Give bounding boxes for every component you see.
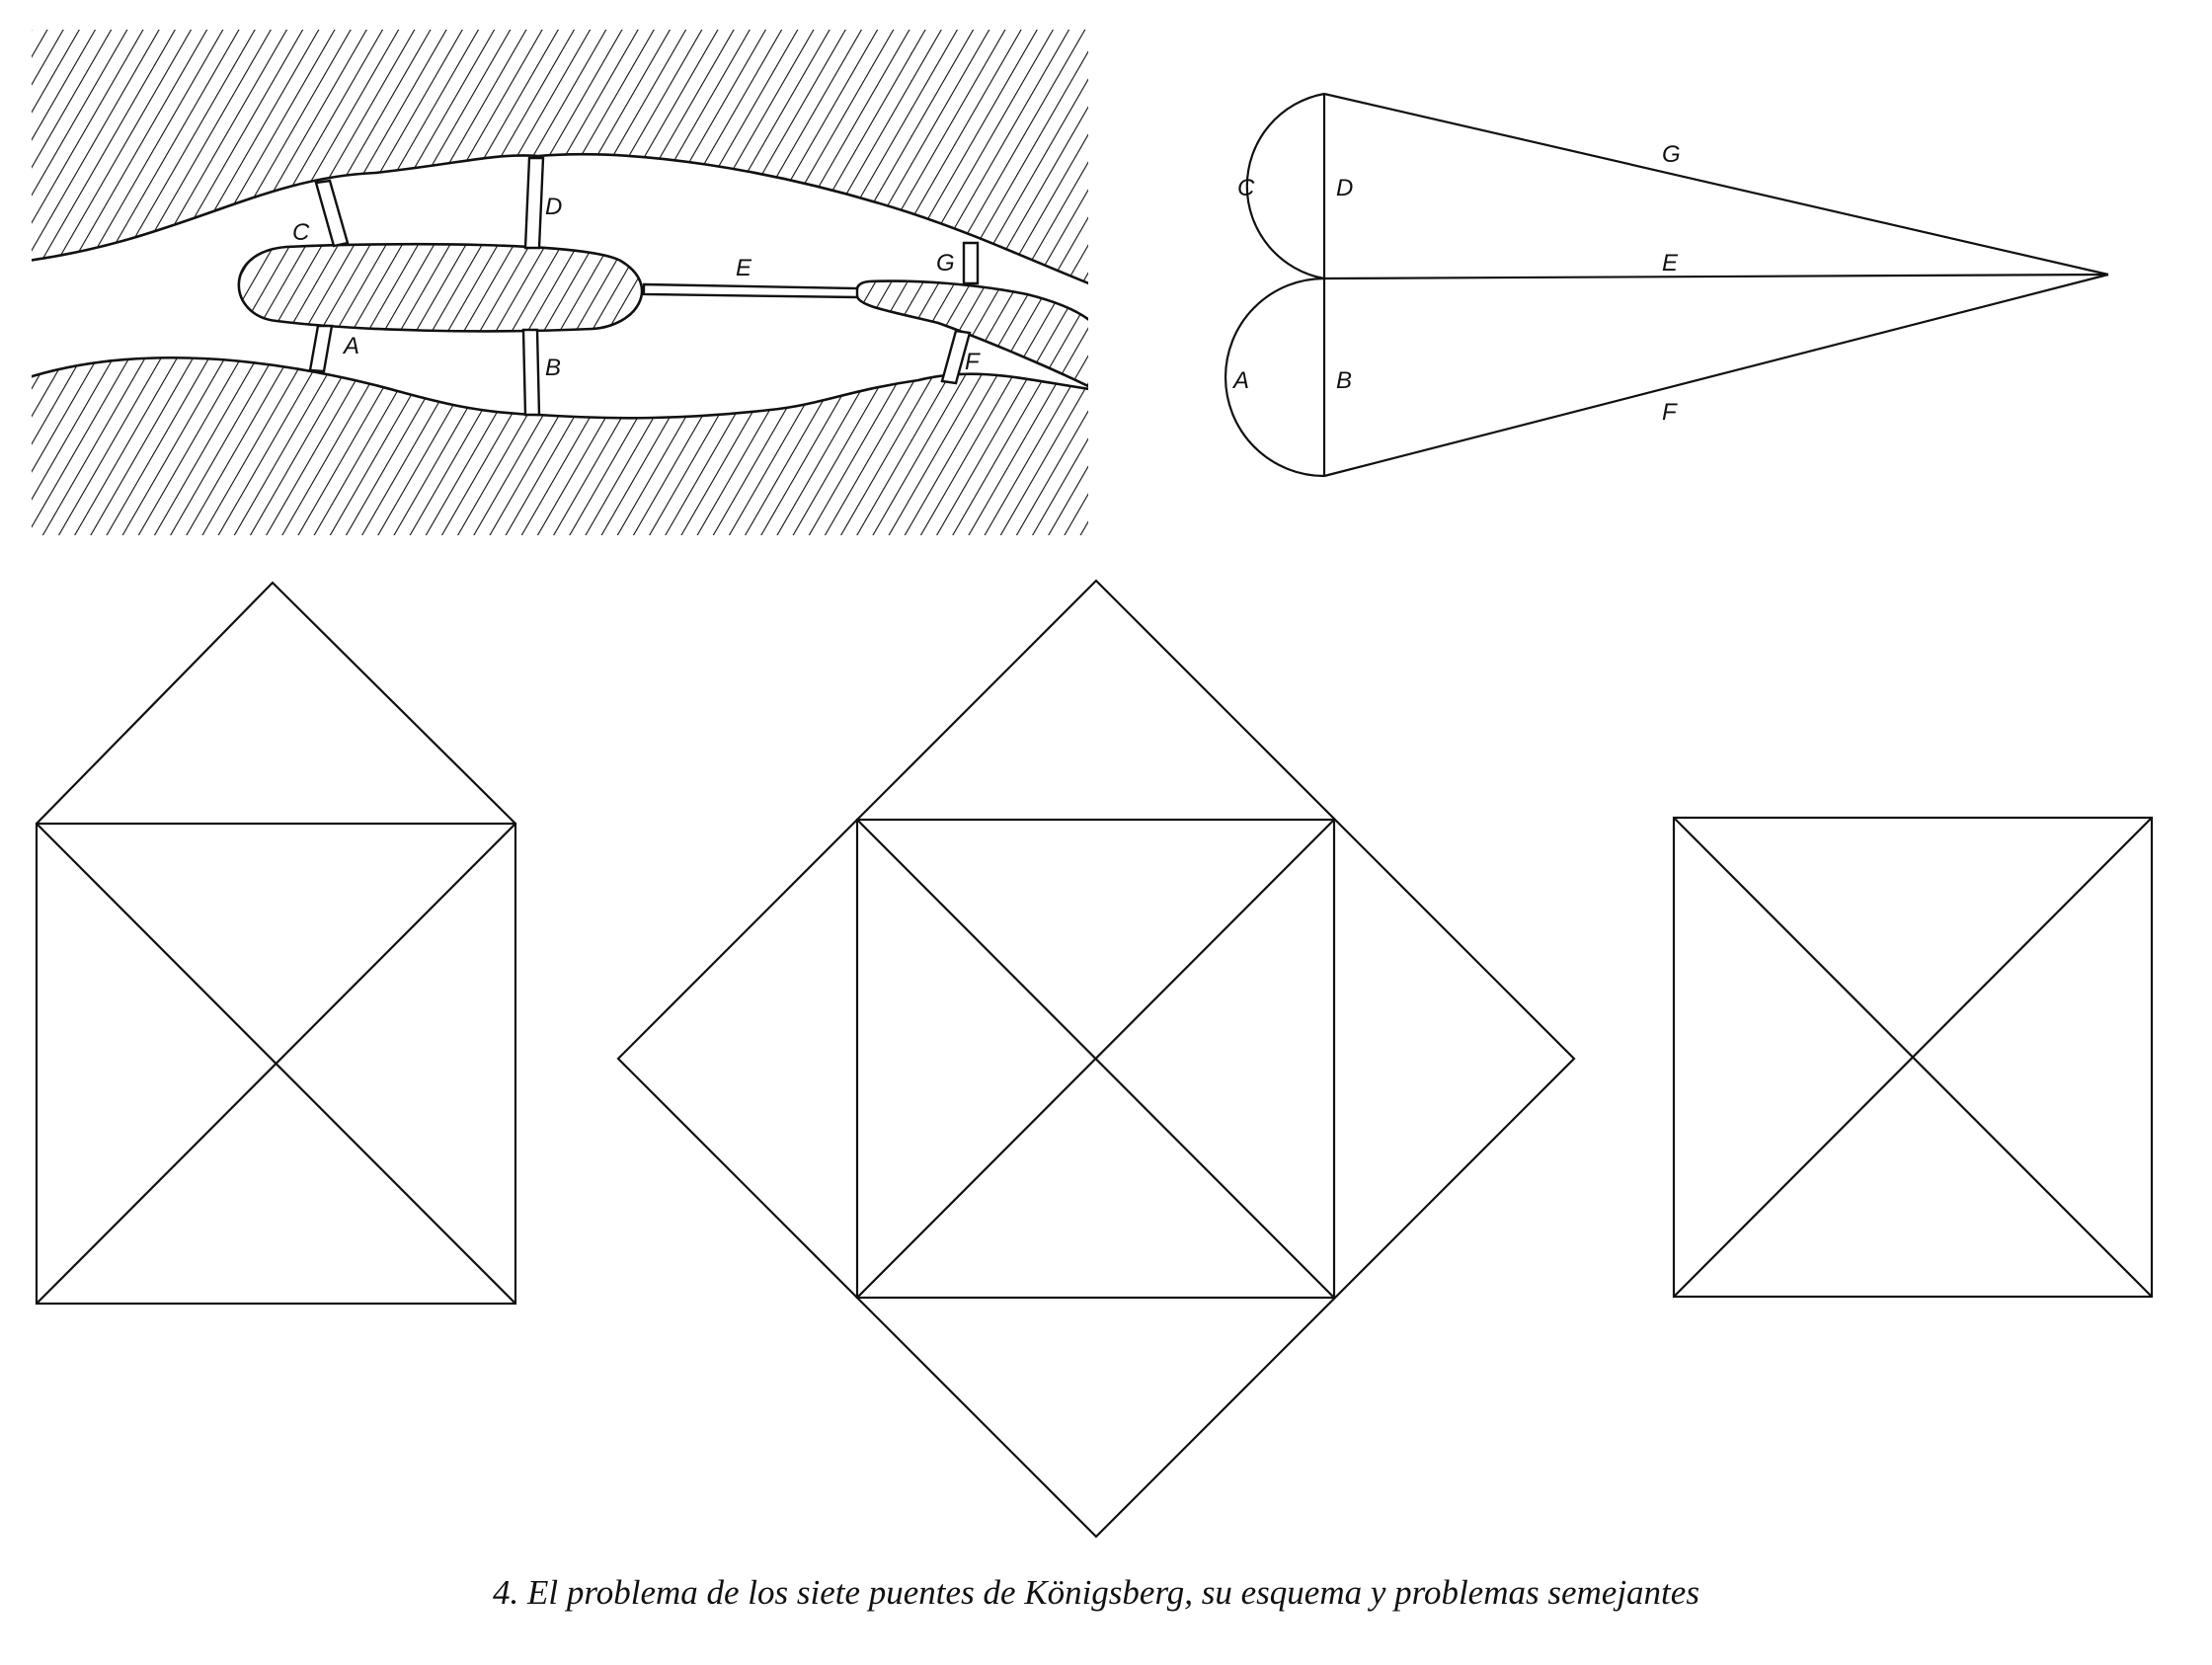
bridge-c: [314, 179, 350, 248]
house-diagonal-2: [36, 823, 516, 1305]
bridge-e: [642, 282, 859, 299]
map-label-c: C: [292, 219, 310, 246]
map-label-b: B: [545, 355, 561, 381]
bridge-a: [308, 324, 334, 373]
house-figure: [35, 581, 517, 1306]
graph-edge-g: [1323, 92, 2109, 277]
graph-edge-f: [1323, 273, 2109, 478]
nested-square-figure: [616, 579, 1576, 1539]
graph-label-g: G: [1662, 141, 1681, 168]
map-label-f: F: [965, 349, 981, 375]
inner-square: [855, 818, 1336, 1300]
house-roof: [36, 581, 516, 825]
figure-caption: 4. El problema de los siete puentes de K…: [493, 1573, 1699, 1612]
map-label-d: D: [545, 194, 562, 220]
bridge-map: [32, 30, 1088, 535]
house-square: [35, 822, 517, 1306]
graph-label-e: E: [1662, 250, 1679, 277]
bridge-map-labels: C D E G A B F: [292, 194, 981, 381]
bridge-graph: C D G E A B F: [1224, 92, 2109, 478]
graph-label-d: D: [1336, 175, 1353, 201]
bridge-f: [940, 329, 972, 385]
crossed-square-figure: [1672, 816, 2154, 1299]
bridge-b: [521, 328, 541, 417]
graph-edge-c: [1245, 92, 1325, 280]
island-kneiphof: [237, 242, 644, 333]
graph-label-c: C: [1237, 175, 1255, 201]
graph-label-b: B: [1336, 367, 1352, 394]
crossed-square: [1672, 816, 2154, 1299]
crossed-diagonal-2: [1673, 817, 2153, 1298]
outer-diamond: [616, 579, 1576, 1539]
graph-edge-e: [1323, 273, 2109, 280]
inner-diagonal-2: [856, 819, 1335, 1299]
graph-label-f: F: [1662, 399, 1678, 426]
map-label-g: G: [936, 250, 955, 277]
bridge-d: [523, 156, 545, 250]
graph-label-a: A: [1231, 367, 1249, 394]
map-label-e: E: [736, 255, 752, 281]
graph-edge-a: [1224, 277, 1325, 478]
map-label-a: A: [342, 333, 359, 359]
bridge-g: [962, 241, 980, 285]
